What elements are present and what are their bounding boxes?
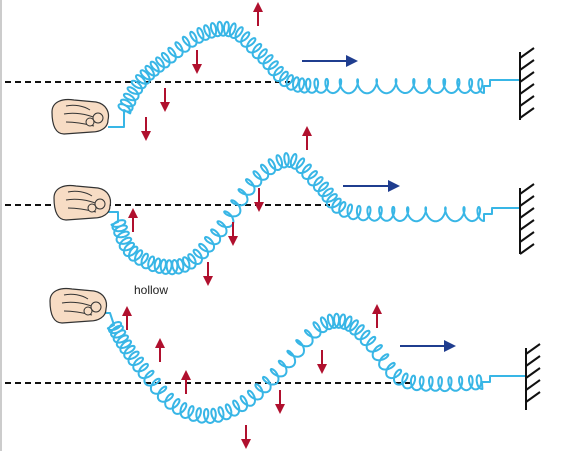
hand-icon (53, 184, 112, 221)
spring-coil-2 (104, 152, 520, 276)
fixed-wall-icon (519, 183, 535, 255)
fixed-wall-icon (519, 47, 535, 120)
spring-coil-1 (108, 20, 520, 128)
hand-icon (51, 98, 110, 135)
springs-group (100, 20, 526, 424)
hand-icon (49, 287, 108, 324)
trough-label: hollow (134, 283, 168, 297)
spring-coil-3 (100, 312, 526, 424)
fixed-wall-icon (525, 343, 541, 410)
